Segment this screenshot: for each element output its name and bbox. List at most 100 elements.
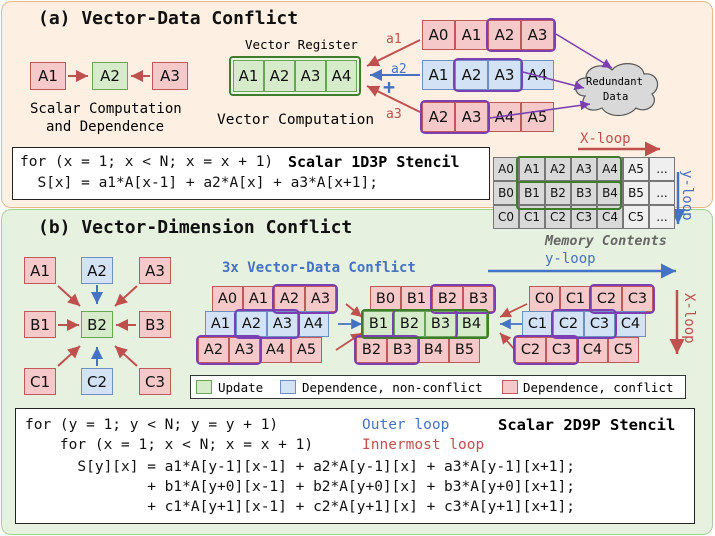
group-cell: C2 [515,337,546,363]
row-a1-cell: A1 [455,20,488,50]
group-cell: A5 [291,337,322,363]
conflict-label: 3x Vector-Data Conflict [222,260,416,276]
x-loop-label-b: X-loop [681,293,697,344]
group-cell: C3 [584,311,615,337]
scalar-caption-line2: and Dependence [46,119,165,135]
conflict-ring [430,284,496,314]
plus-sign: + [383,75,396,99]
row-a3-cell: A2 [422,102,455,132]
conflict-ring [420,100,490,134]
group-cell: C1 [560,286,591,312]
row-a2-cell: A1 [422,60,455,90]
vreg-cell: A2 [264,60,295,92]
row-a2-cell: A2 [455,60,488,90]
innermost-loop-label: Innermost loop [362,437,485,453]
grid-cell-a3: A3 [139,257,171,284]
conflict-ring [196,335,262,365]
redundant-data-cloud [574,63,659,117]
grid-cell-b2: B2 [81,311,113,338]
group-cell: A1 [243,286,274,312]
conflict-ring [234,309,300,339]
code-line: for (x = 1; x < N; x = x + 1) [25,437,314,453]
scalar-cell-a3: A3 [152,62,188,90]
group-cell: B0 [370,286,401,312]
conflict-ring [551,309,617,339]
group-cell: A3 [267,311,298,337]
group-cell: B2 [432,286,463,312]
memory-highlight-b [516,181,622,210]
arrow-label-a1: a1 [386,32,402,47]
group-cell: C4 [615,311,646,337]
group-cell: A4 [298,311,329,337]
scalar-1d-code-box [12,147,490,200]
memory-cell: ... [649,205,675,229]
vreg-cell: A3 [295,60,326,92]
group-cell: A2 [274,286,305,312]
vreg-cell: A1 [233,60,264,92]
y-loop-label-b: y-loop [545,251,596,267]
group-cell: C1 [522,311,553,337]
memory-cell: B3 [571,181,597,205]
vreg-cell: A4 [326,60,357,92]
grid-cell-b1: B1 [24,311,56,338]
grid-cell-b3: B3 [139,311,171,338]
code-line: S[y][x] = a1*A[y-1][x-1] + a2*A[y-1][x] … [25,459,575,475]
group-cell: B1 [401,286,432,312]
group-cell: A3 [305,286,336,312]
legend-swatch-nonconflict [280,380,296,394]
group-cell: A4 [260,337,291,363]
group-cell: A2 [198,337,229,363]
grid-cell-a1: A1 [24,257,56,284]
grid-cell-c3: C3 [139,368,171,395]
conflict-ring [486,18,556,52]
memory-cell: C5 [623,205,649,229]
code-line: for (x = 1; x < N; x = x + 1) [20,154,274,170]
scalar-2d9p-title: Scalar 2D9P Stencil [498,416,676,434]
panel-b-title: (b) Vector-Dimension Conflict [38,217,353,238]
x-loop-label: X-loop [580,131,631,147]
arrow-label-a2: a2 [391,62,407,77]
memory-cell: A0 [493,157,519,181]
group-cell: C2 [553,311,584,337]
group-cell: C5 [608,337,639,363]
row-a1-cell: A3 [521,20,554,50]
group-cell: B4 [418,337,449,363]
grid-cell-c1: C1 [24,368,56,395]
group-cell: B4 [456,311,487,337]
conflict-ring [513,335,579,365]
scalar-cell-a2: A2 [92,62,128,90]
legend-swatch-update [196,380,212,394]
conflict-ring [354,335,420,365]
group-cell: A1 [205,311,236,337]
group-cell: B3 [463,286,494,312]
scalar-2d-code-box [15,408,695,524]
grid-cell-c2: C2 [81,368,113,395]
vector-computation-label: Vector Computation [217,112,375,128]
outer-loop-label: Outer loop [362,417,450,433]
legend-label: Dependence, conflict [523,380,674,395]
memory-cell: B1 [519,181,545,205]
code-line: for (y = 1; y < N; y = y + 1) [25,417,279,433]
group-cell: B3 [425,311,456,337]
cloud-text-line1: Redundant [586,76,643,88]
conflict-ring [453,58,523,92]
scalar-caption-line1: Scalar Computation [30,101,182,117]
group-cell: B5 [449,337,480,363]
group-cell: B1 [363,311,394,337]
group-cell: C2 [591,286,622,312]
row-a1-cell: A2 [488,20,521,50]
memory-cell: ... [649,181,675,205]
arrow-label-a3: a3 [386,107,402,122]
vector-register-label: Vector Register [245,37,358,52]
y-loop-label: y-loop [679,170,695,221]
conflict-ring [272,284,338,314]
update-vector-box [361,309,489,339]
memory-cell: B0 [493,181,519,205]
memory-cell: C0 [493,205,519,229]
memory-cell: B4 [597,181,623,205]
row-a1-cell: A0 [422,20,455,50]
memory-contents-label: Memory Contents [545,233,667,249]
code-line: + c1*A[y+1][x-1] + c2*A[y+1][x] + c3*A[y… [25,499,575,515]
legend [190,375,686,399]
